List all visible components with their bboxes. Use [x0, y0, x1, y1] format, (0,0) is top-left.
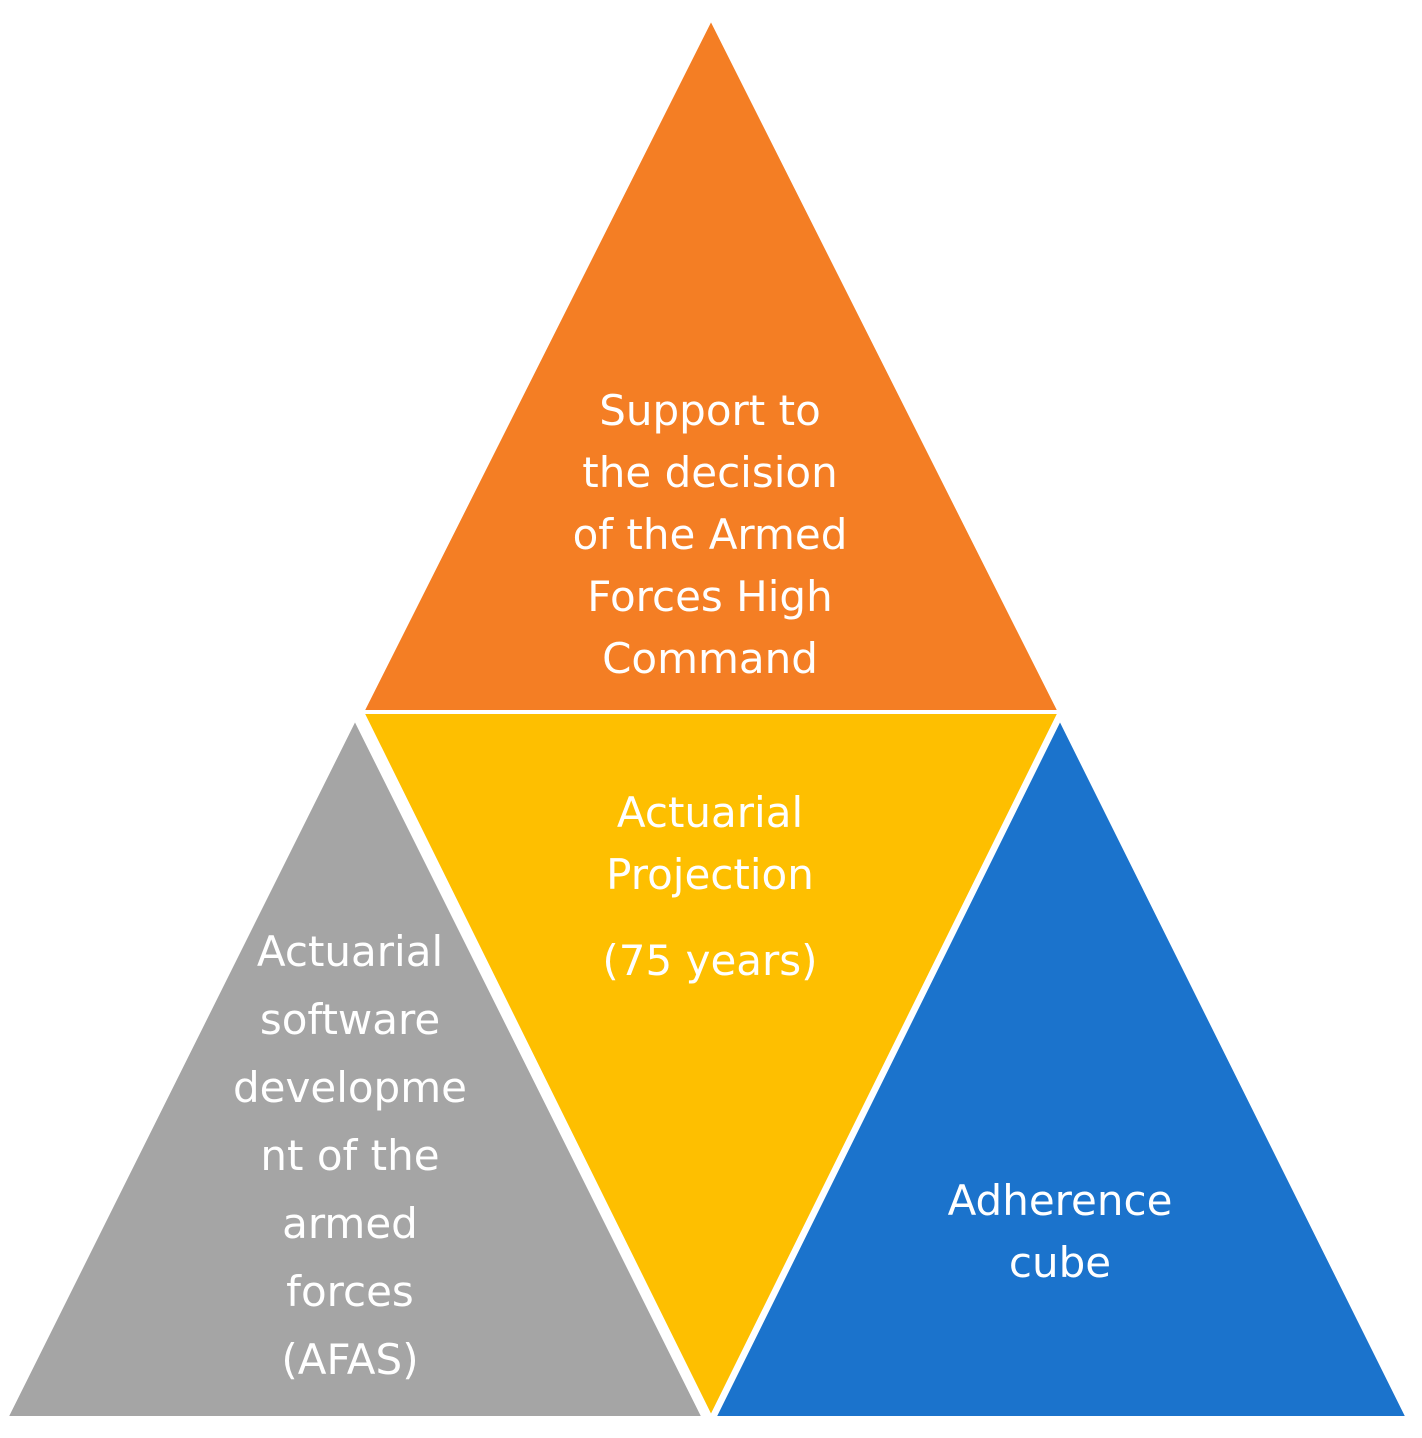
top-triangle-label: Support to the decision of the Armed For…	[572, 386, 848, 683]
right-triangle-label: Adherence cube	[947, 1176, 1173, 1287]
center-triangle-label: Actuarial Projection	[606, 788, 814, 899]
left-triangle	[2, 713, 708, 1420]
left-triangle-label: Actuarial software developme nt of the a…	[233, 927, 467, 1384]
right-triangle	[710, 713, 1412, 1420]
center-triangle	[358, 710, 1064, 1423]
center-triangle-sublabel: (75 years)	[602, 936, 818, 985]
